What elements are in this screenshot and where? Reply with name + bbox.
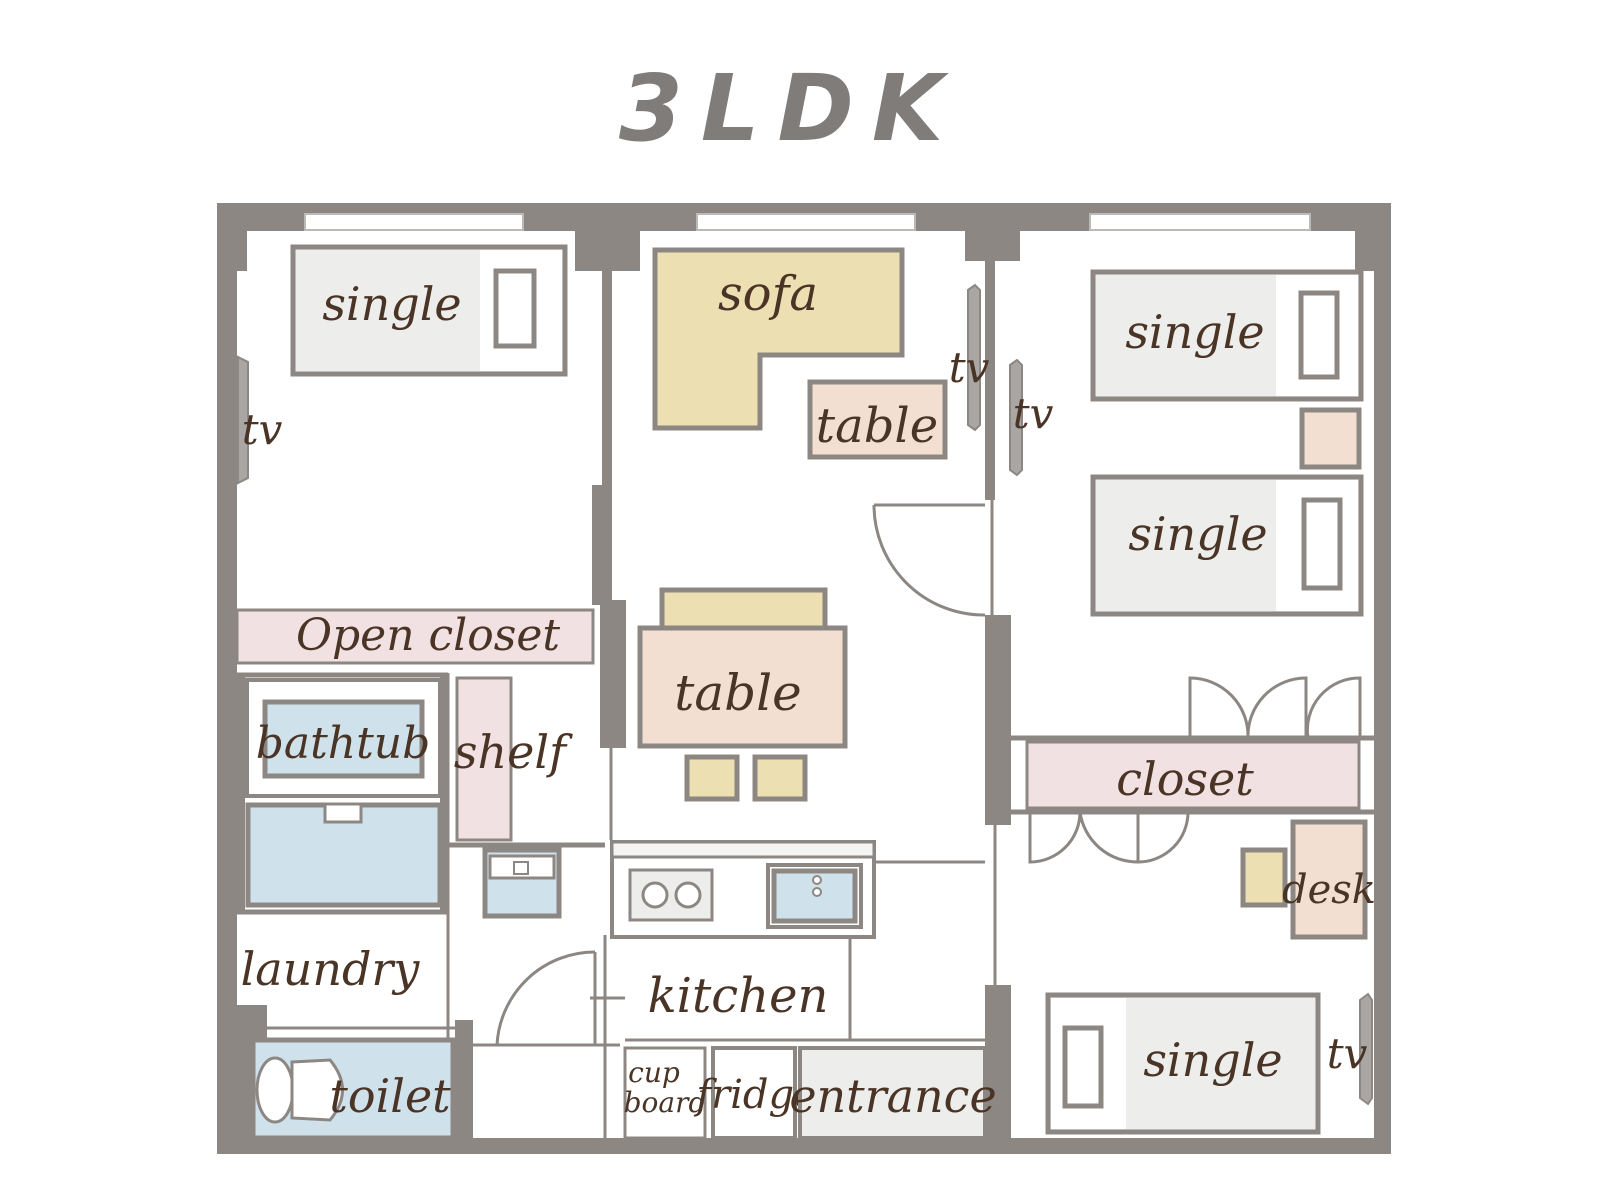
open-closet-label: Open closet: [296, 610, 560, 661]
outer-walls: [217, 203, 1391, 1154]
closet-doors-lower: [1028, 811, 1190, 864]
bed-single-4-label: single: [1143, 1033, 1282, 1087]
bed-single-1-label: single: [322, 277, 461, 331]
entrance-label: entrance: [789, 1069, 996, 1123]
shelf-label: shelf: [454, 725, 573, 779]
bed-single-2: single: [1090, 269, 1364, 402]
bed-single-4: single: [1045, 992, 1321, 1135]
tv-2-label: tv: [949, 343, 990, 392]
bathtub-label: bathtub: [256, 718, 431, 769]
laundry-label: laundry: [241, 942, 421, 996]
desk: desk: [1282, 819, 1376, 940]
toilet: toilet: [250, 1037, 456, 1141]
kitchen-sink: [766, 863, 863, 929]
fridge: fridge: [693, 1046, 818, 1140]
bathroom-door: [495, 950, 625, 1046]
kitchen-label: kitchen: [648, 968, 829, 1024]
bathtub: bathtub: [245, 678, 442, 798]
fridge-label: fridge: [693, 1072, 818, 1118]
closet: closet: [1025, 740, 1361, 810]
bed-single-3: single: [1090, 474, 1364, 617]
sofa-table: table: [807, 379, 948, 460]
tv-1-label: tv: [242, 405, 283, 454]
living-door: [872, 503, 986, 617]
windows: [304, 213, 1311, 231]
sofa-table-label: table: [816, 398, 938, 454]
washbasin: [482, 847, 562, 919]
desk-chair: [1240, 847, 1288, 908]
bed-single-3-label: single: [1128, 507, 1267, 561]
cupboard-label-line2: board: [624, 1086, 707, 1119]
desk-label: desk: [1282, 867, 1376, 913]
shelf: shelf: [454, 676, 573, 842]
laundry: laundry: [241, 942, 421, 996]
tv-3: tv: [1009, 358, 1054, 477]
closet-doors-upper: [1188, 676, 1362, 739]
open-closet: Open closet: [235, 608, 595, 665]
tv-4: tv: [1327, 992, 1373, 1106]
kitchen-area: kitchen: [648, 968, 829, 1024]
sofa: sofa: [652, 247, 905, 431]
bed-single-1: single: [290, 244, 568, 377]
cupboard-label-line1: cup: [628, 1056, 680, 1089]
sofa-label: sofa: [718, 266, 818, 322]
dining-table-label: table: [674, 664, 802, 722]
tv-2: tv: [949, 283, 990, 432]
stove: [628, 868, 714, 922]
bed-single-2-label: single: [1125, 305, 1264, 359]
entrance: entrance: [789, 1046, 997, 1140]
nightstand: [1299, 407, 1362, 470]
tv-4-label: tv: [1327, 1029, 1368, 1078]
toilet-label: toilet: [329, 1069, 451, 1123]
plan-title: 3LDK: [619, 55, 961, 162]
tv-3-label: tv: [1013, 389, 1054, 438]
cupboard: cup board: [623, 1046, 707, 1140]
dining-table: table: [637, 625, 848, 749]
closet-label: closet: [1116, 752, 1254, 806]
tv-1: tv: [237, 355, 283, 485]
bath-floor: [245, 802, 443, 908]
